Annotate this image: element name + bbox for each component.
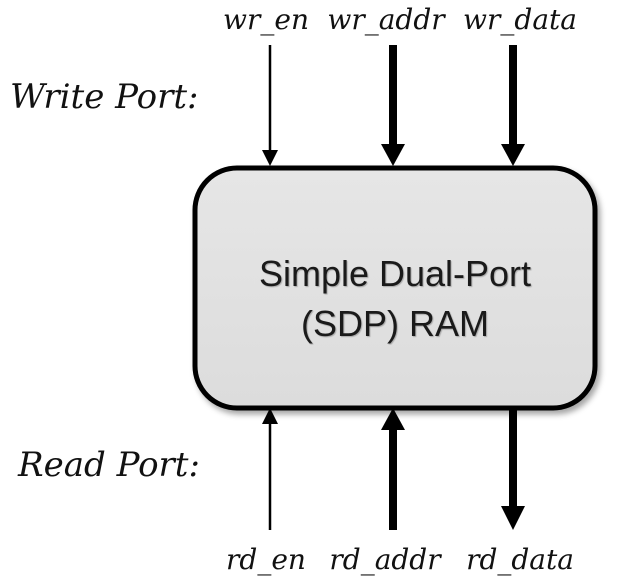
rd-addr-label: rd_addr <box>329 543 441 576</box>
rd-en-label: rd_en <box>226 543 306 576</box>
block-title-line2: (SDP) RAM <box>301 303 489 344</box>
rd-addr-arrow <box>381 408 405 530</box>
wr-data-label: wr_data <box>463 3 577 36</box>
block-title-line1: Simple Dual-Port <box>258 253 532 294</box>
rd-data-arrow <box>501 410 525 530</box>
rd-data-label: rd_data <box>466 543 574 576</box>
wr-addr-label: wr_addr <box>327 3 445 36</box>
read-port-label: Read Port: <box>18 445 200 485</box>
rd-en-arrow <box>262 408 278 530</box>
write-port-label: Write Port: <box>10 77 199 117</box>
wr-en-label: wr_en <box>223 3 309 36</box>
wr-data-arrow <box>501 45 525 166</box>
ram-block <box>192 165 598 411</box>
wr-en-arrow <box>262 45 278 166</box>
wr-addr-arrow <box>381 45 405 166</box>
